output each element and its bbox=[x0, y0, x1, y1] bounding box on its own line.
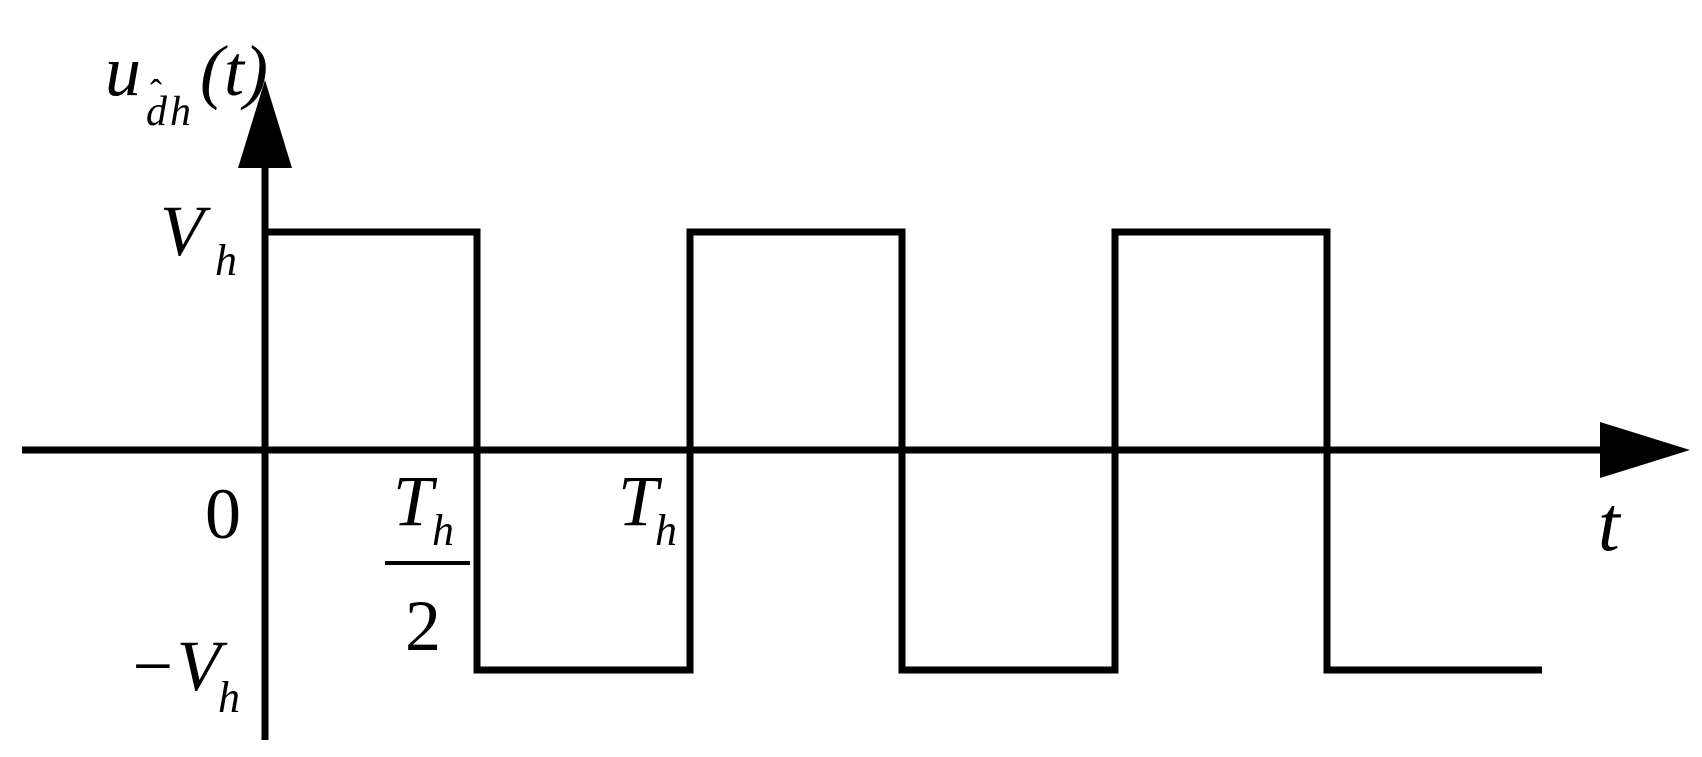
tick-label-th-base: T bbox=[618, 461, 663, 541]
tick-label-th-half: T h 2 bbox=[385, 461, 470, 666]
y-axis-label: u ˆ d h (t) bbox=[105, 31, 268, 135]
y-axis-arrowhead bbox=[238, 80, 292, 168]
square-wave-signal bbox=[265, 228, 1542, 674]
tick-label-th-half-num-base: T bbox=[393, 461, 438, 541]
y-axis-label-sub-h: h bbox=[170, 89, 191, 135]
y-axis-label-hat: ˆ bbox=[150, 72, 162, 112]
x-axis-arrowhead bbox=[1600, 422, 1690, 478]
tick-label-th-half-den: 2 bbox=[405, 586, 441, 666]
tick-label-vh-positive-sub: h bbox=[215, 236, 237, 285]
tick-label-th-half-num-sub: h bbox=[432, 506, 454, 555]
tick-label-vh-negative-base: −V bbox=[128, 626, 228, 706]
y-axis-label-base: u bbox=[105, 31, 141, 111]
x-axis-label: t bbox=[1598, 480, 1622, 567]
tick-label-vh-negative: −V h bbox=[128, 626, 240, 722]
tick-label-vh-negative-sub: h bbox=[218, 673, 240, 722]
tick-label-th: T h bbox=[618, 461, 677, 555]
y-axis-label-arg: (t) bbox=[200, 31, 268, 111]
tick-label-vh-positive-base: V bbox=[160, 191, 211, 271]
y-axis-label-sub-d: d bbox=[146, 89, 168, 135]
origin-label: 0 bbox=[205, 474, 241, 554]
tick-label-th-sub: h bbox=[655, 506, 677, 555]
tick-label-vh-positive: V h bbox=[160, 191, 237, 285]
